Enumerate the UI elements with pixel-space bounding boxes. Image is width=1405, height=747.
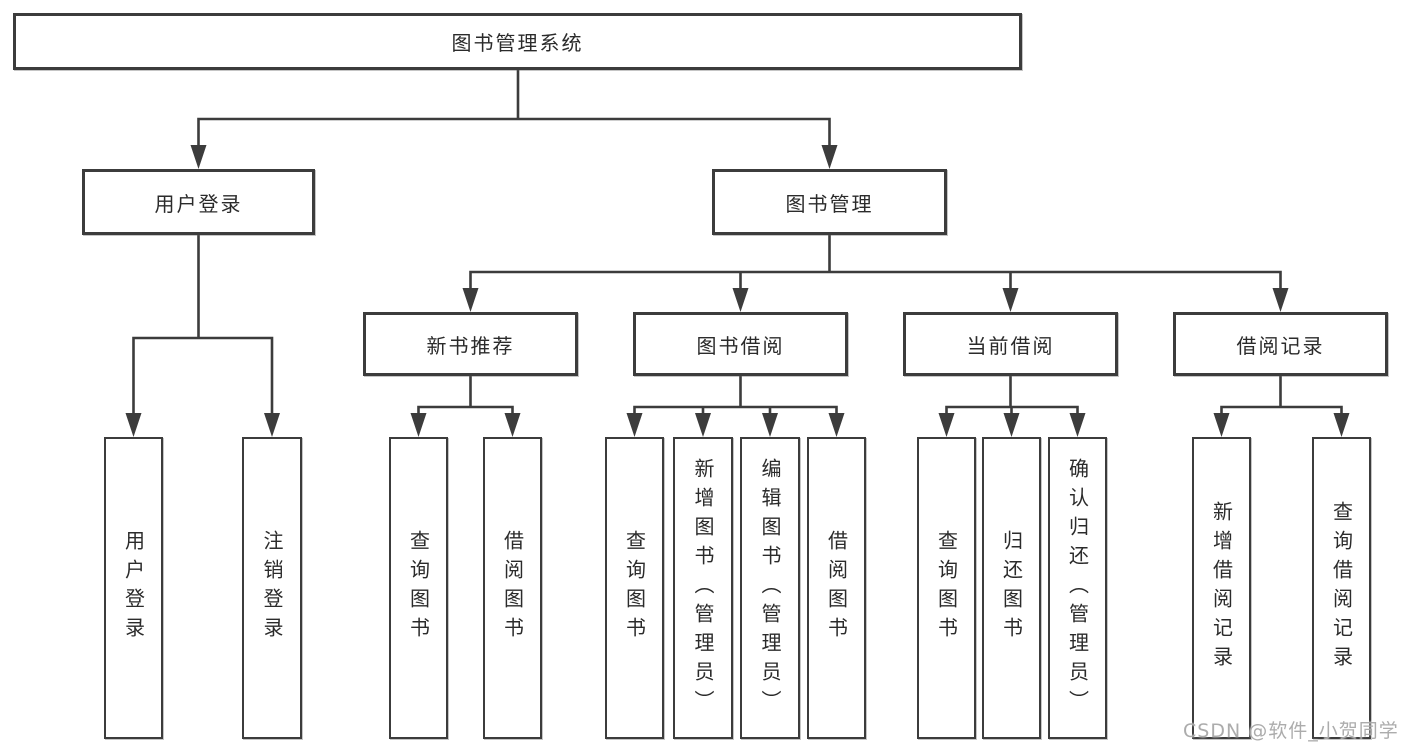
- node-label: 新增借阅记录: [1209, 501, 1234, 675]
- node-label: 用户登录: [121, 530, 146, 646]
- node-label: 查询借阅记录: [1329, 501, 1354, 675]
- node-label: 借阅图书: [824, 530, 849, 646]
- node-label: 借阅图书: [500, 530, 525, 646]
- node-label: 图书管理: [785, 191, 874, 216]
- node-user-login: 用户登录: [82, 169, 315, 235]
- node-book-management: 图书管理: [712, 169, 947, 235]
- node-label: 图书借阅: [696, 333, 785, 358]
- node-label: 新书推荐: [426, 333, 515, 358]
- node-query-books: 查询图书: [605, 437, 664, 739]
- node-label: 确认归还（管理员）: [1065, 457, 1090, 719]
- node-user-login-action: 用户登录: [104, 437, 163, 739]
- node-label: 当前借阅: [966, 333, 1055, 358]
- node-edit-book-admin: 编辑图书（管理员）: [740, 437, 800, 739]
- node-label: 图书管理系统: [451, 31, 584, 55]
- node-borrowing-records: 借阅记录: [1173, 312, 1388, 376]
- node-new-book-recommend: 新书推荐: [363, 312, 578, 376]
- node-label: 新增图书（管理员）: [691, 457, 715, 719]
- node-label: 查询图书: [622, 530, 647, 646]
- node-label: 查询图书: [934, 530, 959, 646]
- node-root-library-system: 图书管理系统: [13, 13, 1022, 70]
- csdn-watermark: CSDN @软件_小贺同学: [1183, 720, 1399, 742]
- node-add-borrow-record: 新增借阅记录: [1192, 437, 1251, 739]
- node-label: 编辑图书（管理员）: [758, 457, 782, 719]
- node-return-books: 归还图书: [982, 437, 1041, 739]
- node-label: 注销登录: [260, 530, 284, 646]
- node-query-books: 查询图书: [389, 437, 448, 739]
- node-borrow-books: 借阅图书: [483, 437, 542, 739]
- node-label: 归还图书: [999, 530, 1024, 646]
- node-borrow-books: 借阅图书: [807, 437, 866, 739]
- node-add-book-admin: 新增图书（管理员）: [673, 437, 733, 739]
- arrowheads: [125, 145, 1350, 437]
- node-label: 用户登录: [154, 191, 243, 216]
- node-confirm-return-admin: 确认归还（管理员）: [1048, 437, 1107, 739]
- node-current-borrowing: 当前借阅: [903, 312, 1118, 376]
- node-query-books: 查询图书: [917, 437, 976, 739]
- node-label: 查询图书: [406, 530, 431, 646]
- node-logout-action: 注销登录: [242, 437, 302, 739]
- node-label: 借阅记录: [1236, 333, 1325, 358]
- node-book-borrowing: 图书借阅: [633, 312, 848, 376]
- node-query-borrow-record: 查询借阅记录: [1312, 437, 1371, 739]
